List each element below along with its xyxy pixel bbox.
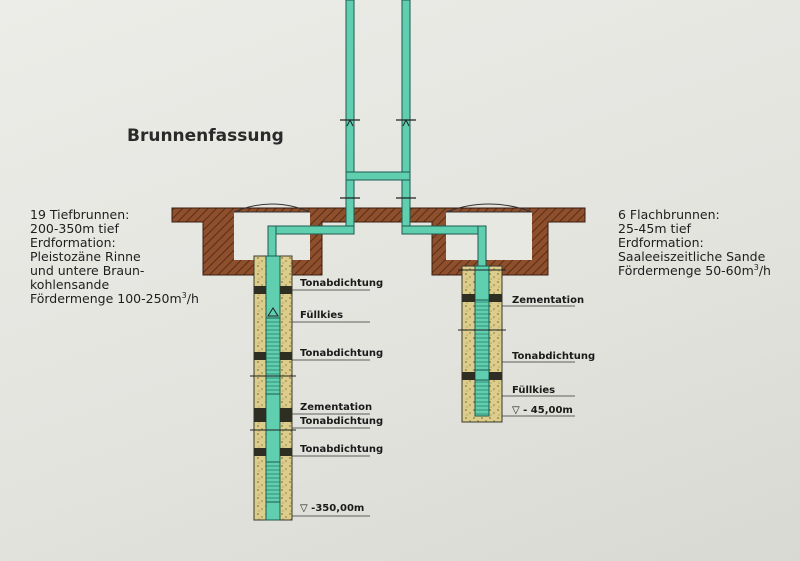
- deep-well-label-seal-2: Tonabdichtung: [300, 348, 384, 359]
- shallow-well: [458, 265, 575, 423]
- shallow-well-depth: ▽ - 45,00m: [512, 405, 573, 416]
- shallow-well-info-line: 6 Flachbrunnen:: [618, 207, 720, 222]
- deep-well: [250, 255, 370, 521]
- main-pipes: [267, 0, 487, 267]
- deep-well-info: 19 Tiefbrunnen: 200-350m tief Erdformati…: [30, 208, 199, 306]
- shallow-well-info-line: Saaleeiszeitliche Sande: [618, 249, 766, 264]
- deep-well-info-line: kohlensande: [30, 277, 110, 292]
- shallow-well-info-line: 25-45m tief: [618, 221, 691, 236]
- shallow-well-label-gravel: Füllkies: [512, 385, 556, 396]
- deep-well-info-line: und untere Braun-: [30, 263, 145, 278]
- deep-well-label-cement: Zementation: [300, 402, 373, 413]
- deep-well-label-seal-3: Tonabdichtung: [300, 416, 384, 427]
- deep-well-label-gravel: Füllkies: [300, 310, 344, 321]
- diagram-title: Brunnenfassung: [127, 126, 284, 146]
- deep-well-depth: ▽ -350,00m: [300, 503, 365, 514]
- shallow-well-label-cement: Zementation: [512, 295, 585, 306]
- shallow-well-info-line: Erdformation:: [618, 235, 704, 250]
- deep-well-flow-rate: Fördermenge 100-250m3/h: [30, 291, 199, 307]
- deep-well-label-seal-1: Tonabdichtung: [300, 278, 384, 289]
- deep-well-label-seal-4: Tonabdichtung: [300, 444, 384, 455]
- deep-well-info-line: 200-350m tief: [30, 221, 119, 236]
- deep-well-info-line: Erdformation:: [30, 235, 116, 250]
- deep-well-info-line: Pleistozäne Rinne: [30, 249, 141, 264]
- shallow-well-info: 6 Flachbrunnen: 25-45m tief Erdformation…: [618, 208, 771, 278]
- deep-well-info-line: 19 Tiefbrunnen:: [30, 207, 130, 222]
- shallow-well-label-seal: Tonabdichtung: [512, 351, 596, 362]
- ground-layer: [171, 203, 586, 276]
- shallow-well-flow-rate: Fördermenge 50-60m3/h: [618, 263, 771, 279]
